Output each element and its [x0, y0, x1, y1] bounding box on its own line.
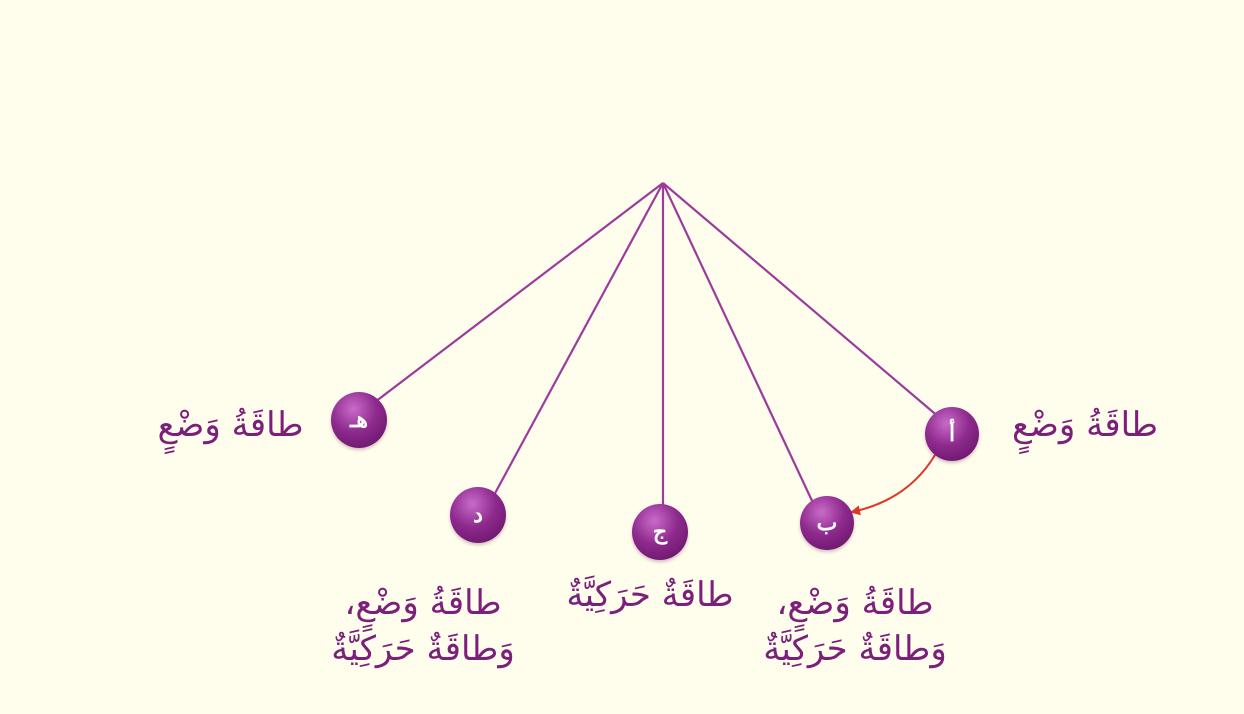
string-d — [492, 182, 664, 498]
bob-a: أ — [925, 407, 979, 461]
label-d: طاقَةُ وَضْعٍ، وَطاقَةٌ حَرَكِيَّةٌ — [323, 580, 523, 672]
bob-c: ج — [632, 504, 688, 560]
label-e: طاقَةُ وَضْعٍ — [148, 402, 313, 448]
bob-d-letter: د — [473, 502, 483, 528]
bob-e-letter: هـ — [349, 407, 369, 433]
string-e — [374, 182, 664, 403]
label-b: طاقَةُ وَضْعٍ، وَطاقَةٌ حَرَكِيَّةٌ — [755, 580, 955, 672]
label-a-text: طاقَةُ وَضْعٍ — [1011, 405, 1159, 445]
label-b-line1: طاقَةُ وَضْعٍ، — [776, 583, 934, 623]
bob-e: هـ — [331, 392, 387, 448]
label-a: طاقَةُ وَضْعٍ — [1005, 402, 1165, 448]
bob-c-letter: ج — [652, 519, 668, 545]
label-c: طاقَةٌ حَرَكِيَّةٌ — [555, 572, 745, 618]
bob-b: ب — [800, 496, 854, 550]
label-e-text: طاقَةُ وَضْعٍ — [157, 405, 304, 445]
label-d-line1: طاقَةُ وَضْعٍ، — [344, 583, 502, 623]
string-b — [662, 182, 815, 506]
label-c-text: طاقَةٌ حَرَكِيَّةٌ — [566, 575, 734, 615]
bob-a-letter: أ — [948, 421, 956, 447]
motion-arrow — [850, 454, 936, 516]
label-d-line2: وَطاقَةٌ حَرَكِيَّةٌ — [331, 629, 515, 669]
string-a — [662, 182, 941, 419]
bob-d: د — [450, 487, 506, 543]
bob-b-letter: ب — [816, 510, 838, 536]
label-b-line2: وَطاقَةٌ حَرَكِيَّةٌ — [763, 629, 947, 669]
